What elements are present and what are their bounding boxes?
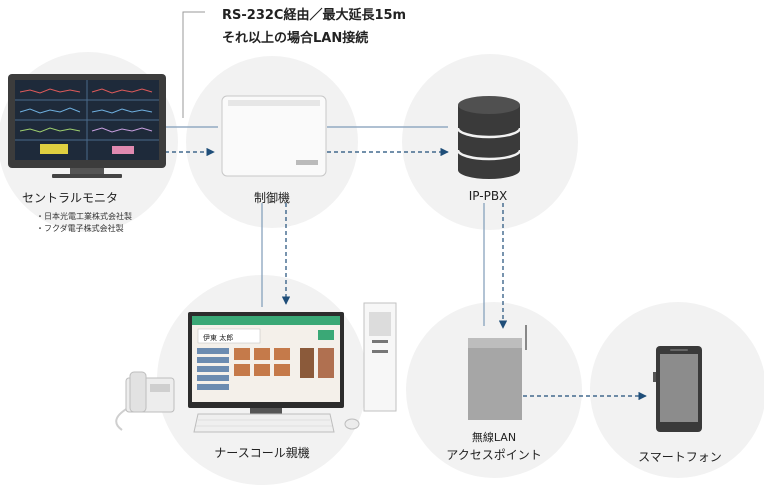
ip-pbx-label: IP-PBX (468, 189, 508, 203)
smartphone-icon (653, 346, 702, 432)
central-monitor-label: セントラルモニタ (21, 191, 119, 205)
maker-2: ・フクダ電子株式会社製 (36, 224, 124, 233)
dashed-connections (165, 147, 647, 401)
solid-connections (165, 126, 485, 326)
screen-name-text: 伊東 太郎 (203, 333, 233, 342)
maker-1: ・日本光電工業株式会社製 (36, 212, 132, 221)
ap-label-line2: アクセスポイント (446, 448, 542, 462)
smartphone-label: スマートフォン (638, 450, 722, 464)
wireless-ap-icon (468, 325, 527, 420)
controller-label: 制御機 (253, 191, 291, 205)
connection-note-line2: それ以上の場合LAN接続 (222, 31, 369, 46)
nurse-call-label: ナースコール親機 (214, 446, 310, 460)
ip-pbx-icon (456, 96, 522, 179)
ap-label-line1: 無線LAN (471, 431, 517, 444)
connection-note-line1: RS-232C経由／最大延長15m (222, 8, 407, 23)
controller-icon (221, 95, 327, 177)
note-leader-line (182, 11, 205, 118)
nurse-call-master-icon: 伊東 太郎 (115, 302, 397, 433)
central-monitor-icon (8, 74, 166, 178)
